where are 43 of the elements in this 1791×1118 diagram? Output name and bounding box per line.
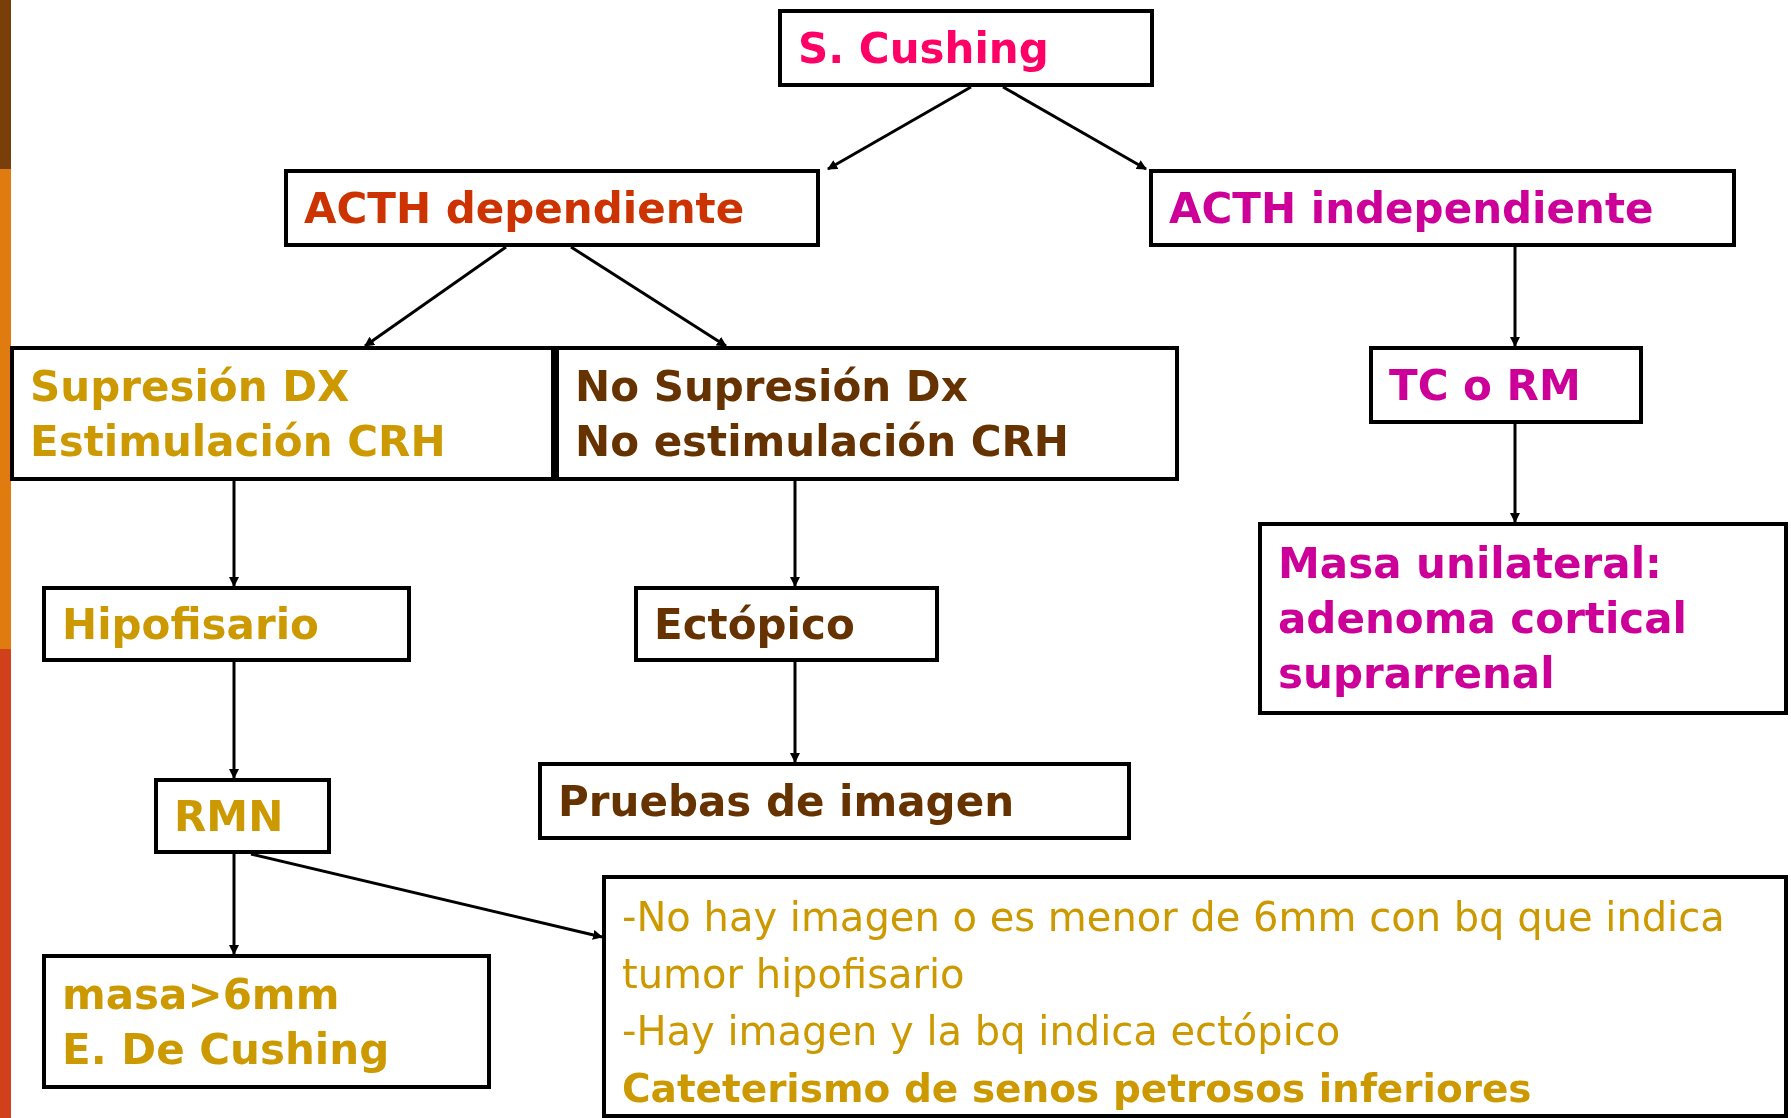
box-text: Cateterismo de senos petrosos inferiores: [622, 1065, 1533, 1113]
arrow: [250, 852, 603, 940]
process-box: [154, 778, 331, 854]
arrow: [1002, 85, 1147, 171]
box-text: Estimulación CRH: [30, 415, 447, 468]
process-box: [42, 586, 411, 662]
arrow: [827, 85, 972, 171]
process-box: [1258, 522, 1788, 715]
box-text: Hipofisario: [62, 598, 320, 651]
box-text: Ectópico: [654, 598, 856, 651]
arrow: [790, 662, 800, 763]
box-text: ACTH independiente: [1169, 182, 1655, 235]
process-box: [634, 586, 939, 662]
process-box: [284, 169, 820, 247]
process-box: [602, 875, 1788, 1118]
process-box: [538, 762, 1131, 840]
arrow: [790, 481, 800, 587]
box-text: RMN: [174, 790, 285, 843]
box-text: Masa unilateral: adenoma cortical suprarrenal: [1278, 538, 1688, 700]
arrow: [1510, 424, 1520, 523]
box-text: -No hay imagen o es menor de 6mm con bq que indica tumor hipofisario: [622, 893, 1726, 999]
box-text: ACTH dependiente: [304, 182, 746, 235]
arrow: [570, 245, 727, 348]
process-box: [778, 9, 1154, 87]
box-text: E. De Cushing: [62, 1023, 391, 1076]
box-text: S. Cushing: [798, 22, 1050, 75]
box-text: TC o RM: [1389, 359, 1582, 412]
box-text: No estimulación CRH: [575, 415, 1070, 468]
process-box: [1369, 346, 1643, 424]
box-text: No Supresión Dx: [575, 360, 969, 413]
arrow: [229, 662, 239, 779]
arrow: [229, 854, 239, 955]
box-text: Pruebas de imagen: [558, 775, 1016, 828]
arrow: [1510, 247, 1520, 347]
process-box: [10, 346, 555, 481]
process-box: [42, 954, 491, 1089]
process-box: [555, 346, 1179, 481]
box-text: masa>6mm: [62, 968, 341, 1021]
box-text: -Hay imagen y la bq indica ectópico: [622, 1007, 1342, 1056]
process-box: [1149, 169, 1736, 247]
arrow: [364, 245, 507, 348]
arrow: [229, 481, 239, 587]
box-text: Supresión DX: [30, 360, 351, 413]
